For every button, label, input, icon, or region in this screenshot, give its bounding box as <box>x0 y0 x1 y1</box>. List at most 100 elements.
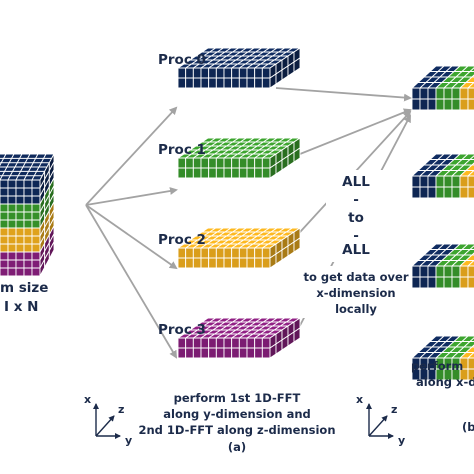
proc-1-label: Proc 1 <box>158 142 206 158</box>
grid-cell <box>293 237 301 253</box>
grid-cell <box>231 67 240 79</box>
grid-cell <box>223 247 233 259</box>
grid-cell <box>177 67 187 79</box>
grid-cell <box>462 71 474 78</box>
axis-b-y-label: y <box>398 434 405 447</box>
grid-cell <box>464 346 474 353</box>
grid-cell <box>246 337 256 349</box>
grid-cell <box>215 347 225 359</box>
grid-cell <box>192 77 202 89</box>
grid-cell <box>15 179 25 189</box>
grid-cell <box>223 257 233 269</box>
grid-cell <box>462 159 474 166</box>
grid-cell <box>427 87 437 100</box>
grid-cell <box>246 257 256 269</box>
grid-cell <box>261 67 271 79</box>
arrow-proc-1-to-right-0 <box>279 108 412 163</box>
grid-cell <box>223 157 233 169</box>
right-slabs <box>410 65 474 381</box>
grid-cell <box>200 247 210 259</box>
grid-cell <box>467 98 474 111</box>
grid-cell <box>185 157 194 169</box>
grid-cell <box>15 243 25 253</box>
grid-cell <box>254 347 263 359</box>
grid-cell <box>31 227 41 237</box>
grid-cell <box>238 67 248 79</box>
step-b-caption-line-1: perform <box>411 359 463 373</box>
all-to-all-line-5: ALL <box>342 242 370 258</box>
grid-cell <box>411 175 421 188</box>
grid-cell <box>23 243 33 253</box>
grid-cell <box>238 167 248 179</box>
grid-cell <box>464 76 474 83</box>
grid-cell <box>411 87 421 100</box>
step-b-caption-line-2: along x-d <box>416 375 474 389</box>
right-slab-1-top-face <box>410 153 474 177</box>
grid-cell <box>435 87 445 100</box>
grid-cell <box>31 179 41 189</box>
right-slab-0-top-face <box>410 65 474 89</box>
grid-cell <box>435 175 445 188</box>
grid-cell <box>31 243 41 253</box>
grid-cell <box>200 337 210 349</box>
grid-cell <box>185 77 194 89</box>
grid-cell <box>23 179 33 189</box>
grid-cell <box>31 259 41 269</box>
grid-cell <box>7 259 17 269</box>
grid-cell <box>223 167 233 179</box>
grid-cell <box>215 247 225 259</box>
grid-cell <box>459 265 469 278</box>
proc-3-top-face <box>176 317 302 339</box>
axis-a-z-label: z <box>118 403 124 416</box>
grid-cell <box>435 98 445 111</box>
all-to-all-line-1: ALL <box>342 174 370 190</box>
grid-cell <box>427 186 437 199</box>
grid-cell <box>464 164 474 171</box>
grid-cell <box>15 259 25 269</box>
grid-cell <box>467 357 474 370</box>
right-slab-1 <box>410 153 474 199</box>
grid-cell <box>467 175 474 188</box>
grid-cell <box>192 247 202 259</box>
step-a-caption-line-2: along y-dimension and <box>163 407 311 421</box>
grid-cell <box>467 276 474 289</box>
grid-cell <box>443 276 453 289</box>
step-b-caption: perform along x-d (b <box>411 359 474 434</box>
grid-cell <box>411 276 421 289</box>
grid-cell <box>31 203 41 213</box>
grid-cell <box>200 67 210 79</box>
axis-b-x-label: x <box>356 393 363 406</box>
grid-cell <box>427 265 437 278</box>
proc-slabs <box>176 47 302 359</box>
grid-cell <box>185 247 194 259</box>
grid-cell <box>185 67 194 79</box>
step-b-tag: (b <box>462 420 474 434</box>
grid-cell <box>231 157 240 169</box>
grid-cell <box>200 257 210 269</box>
grid-cell <box>185 257 194 269</box>
grid-cell <box>48 241 55 259</box>
grid-cell <box>177 257 187 269</box>
grid-cell <box>467 265 474 278</box>
grid-cell <box>261 257 271 269</box>
grid-cell <box>0 195 9 205</box>
all-to-all-line-3: to <box>348 210 364 226</box>
grid-cell <box>15 235 25 245</box>
all-to-all-line-2: - <box>353 192 359 208</box>
grid-cell <box>0 251 9 261</box>
grid-cell <box>254 257 263 269</box>
right-slab-3-top-face <box>410 335 474 359</box>
source-cube-front-layer-0 <box>0 179 41 205</box>
grid-cell <box>31 195 41 205</box>
grid-cell <box>254 77 263 89</box>
proc-2-slab <box>176 227 302 269</box>
grid-cell <box>23 251 33 261</box>
grid-cell <box>411 265 421 278</box>
proc-2-top-face <box>176 227 302 249</box>
grid-cell <box>254 337 263 349</box>
grid-cell <box>293 327 301 343</box>
grid-cell <box>0 227 9 237</box>
grid-cell <box>435 186 445 199</box>
step-a-caption: perform 1st 1D-FFT along y-dimension and… <box>138 391 335 454</box>
grid-cell <box>23 203 33 213</box>
